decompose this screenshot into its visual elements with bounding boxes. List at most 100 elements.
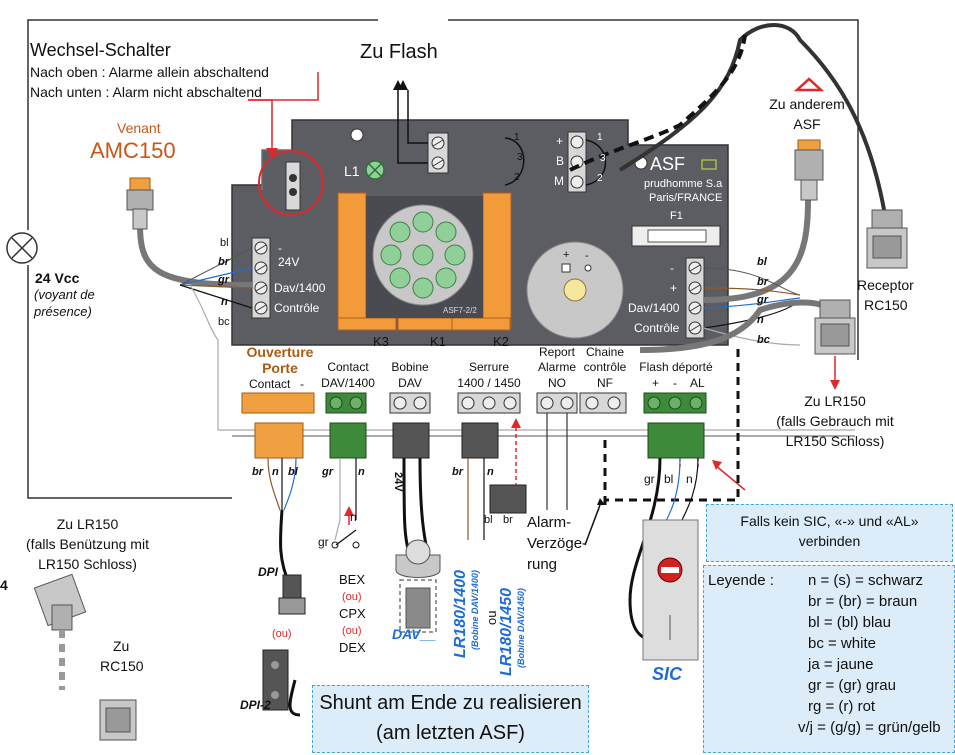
right-lr150-3: LR150 Schloss) (785, 433, 885, 449)
switch-title: Wechsel-Schalter (30, 40, 171, 60)
ou-mid-label: ou (484, 610, 499, 625)
cpx-label: CPX (339, 606, 366, 621)
legend-row: rg = (r) rot (808, 698, 876, 715)
left-number: 4 (0, 577, 8, 593)
switch-line-1: Nach oben : Alarme allein abschaltend (30, 64, 269, 80)
lr150-right-connector-icon (814, 299, 856, 390)
alarm-label-2: Verzöge- (527, 535, 588, 552)
amc150-label: AMC150 (90, 138, 176, 163)
relay-k3: K3 (373, 334, 389, 349)
left-wire-n: n (221, 296, 228, 308)
flash-wire-bl: bl (664, 472, 674, 486)
alarm-label-1: Alarm- (527, 514, 572, 531)
left-lr150-3: LR150 Schloss) (38, 556, 137, 572)
selector-b: B (556, 154, 565, 168)
plug-connectors (254, 422, 705, 514)
left-term-dav: Dav/1400 (274, 281, 326, 295)
side-num-2: 2 (514, 172, 520, 183)
conn-report-sub: NO (548, 376, 566, 390)
left-wire-br: br (218, 256, 229, 268)
dpi2-sensor-icon (262, 649, 289, 711)
right-wire-bc: bc (757, 334, 770, 346)
supply-voltage: 24 Vcc (35, 270, 80, 286)
alarm-label-3: rung (527, 556, 558, 573)
conn-serrure-title: Serrure (468, 360, 509, 374)
legend-row: bl = (bl) blau (808, 614, 891, 631)
mode-switch[interactable] (258, 150, 324, 216)
right-term-minus: - (670, 261, 674, 275)
rc150-left-connector-icon (99, 699, 137, 741)
contact-wire-n: n (358, 466, 365, 478)
selector-m: M (554, 174, 564, 188)
pot-minus: - (585, 250, 589, 262)
left-wire-bl: bl (220, 237, 229, 249)
board-city: Paris/FRANCE (649, 192, 723, 204)
selector-num-1: 1 (597, 132, 603, 143)
relay-k1: K1 (430, 334, 446, 349)
chip-label: ASF7-2/2 (443, 306, 477, 315)
selector-terminal (504, 131, 607, 193)
flash-wire-gr: gr (644, 472, 655, 486)
left-term-controle: Contrôle (274, 301, 320, 315)
conn-chaine-title: Chaine (585, 345, 625, 359)
conn-porte-title2: Porte (262, 360, 298, 376)
legend-row: br = (br) = braun (808, 593, 918, 610)
porte-wire-bl: bl (288, 466, 298, 478)
led-l1-label: L1 (344, 163, 360, 179)
conn-porte-sub: Contact (249, 377, 291, 391)
shunt-wire-br: br (503, 514, 513, 526)
switch-gr-label: gr (318, 535, 329, 549)
porte-wire-n: n (272, 466, 279, 478)
legend-row: v/j = (g/g) = grün/gelb (798, 719, 941, 736)
right-wire-bl: bl (757, 256, 767, 268)
serrure-wire-br: br (452, 466, 463, 478)
conn-report-title2: Alarme (537, 360, 576, 374)
shunt-note-1: Shunt am Ende zu realisieren (319, 692, 582, 714)
indicator-lamp-icon (6, 232, 38, 264)
anderem-2: ASF (793, 116, 821, 132)
switch-line-2: Nach unten : Alarm nicht abschaltend (30, 84, 262, 100)
serrure-wire-n: n (487, 466, 494, 478)
left-lr150-2: (falls Benützung mit (26, 536, 149, 552)
receptor-1: Receptor (857, 277, 914, 293)
amc150-connector-icon (126, 177, 154, 230)
side-num-3: 3 (517, 152, 523, 163)
dpi-ou-label: (ou) (272, 628, 292, 640)
bobine-wire-24v: 24V (392, 472, 404, 492)
conn-contact-sub: DAV/1400 (321, 376, 375, 390)
legend-box: Leyende : n = (s) = schwarz br = (br) = … (703, 565, 955, 753)
left-terminal-block (251, 237, 271, 319)
relay-block (337, 192, 512, 331)
dpi-label: DPI (258, 565, 279, 579)
left-lr150-1: Zu LR150 (56, 516, 119, 532)
lr1450-sub: (Bobine DAV/1450) (516, 588, 526, 668)
legend-row: bc = white (808, 635, 876, 652)
left-zu: Zu (113, 638, 130, 654)
flash-wire-n: n (686, 472, 693, 486)
board-maker: prudhomme S.a (644, 178, 723, 190)
dpi2-label: DPI-2 (240, 698, 271, 712)
right-term-plus: + (670, 281, 678, 295)
sic-note-box: Falls kein SIC, «-» und «AL» verbinden (706, 504, 953, 562)
bex-ou: (ou) (342, 591, 362, 603)
sic-note-2: verbinden (798, 533, 861, 549)
fuse-f1 (631, 225, 721, 247)
dav-coil-icon (395, 539, 441, 633)
left-wire-gr: gr (218, 274, 229, 286)
side-num-1: 1 (514, 132, 520, 143)
right-term-dav: Dav/1400 (628, 301, 680, 315)
shunt-wire-bl: bl (484, 514, 493, 526)
flash-terminal (393, 80, 449, 174)
fuse-label: F1 (670, 210, 683, 222)
sic-device-icon (642, 519, 699, 661)
left-wire-bc: bc (218, 316, 230, 328)
contact-wire-gr: gr (322, 466, 333, 478)
receptor-2: RC150 (864, 297, 908, 313)
legend-row: n = (s) = schwarz (808, 572, 924, 589)
potentiometer[interactable] (526, 241, 624, 339)
conn-flash-minus: - (673, 376, 677, 390)
conn-porte-sub2: - (300, 377, 304, 391)
bex-switch-icon (331, 506, 360, 549)
dav-label: DAV__ (392, 626, 437, 642)
